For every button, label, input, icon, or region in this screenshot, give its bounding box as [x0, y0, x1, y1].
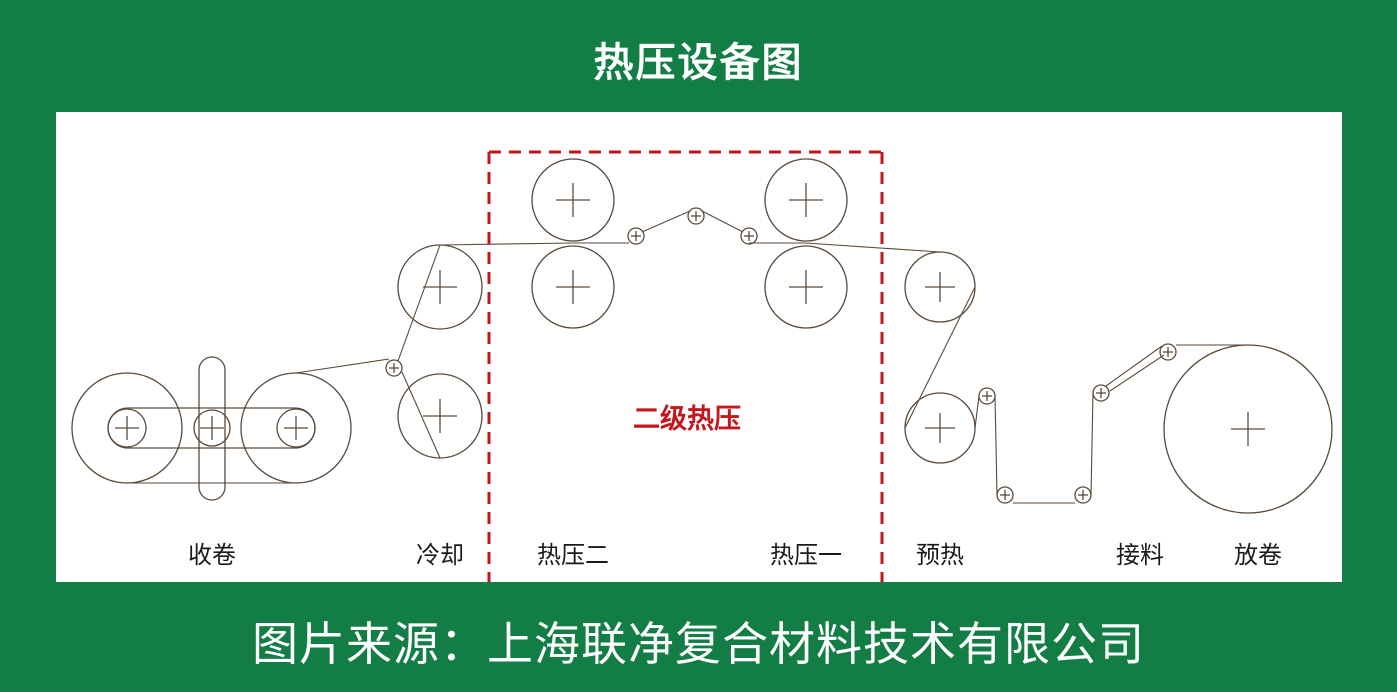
tension-rollers: [627, 207, 758, 245]
label-hot-press-2: 热压二: [537, 541, 609, 569]
unwind-roll: [1163, 344, 1333, 514]
label-cooling: 冷却: [416, 541, 464, 569]
label-rewind: 收卷: [188, 541, 236, 569]
rewind-unit: [71, 356, 352, 501]
preheat-rolls: [904, 251, 996, 464]
label-preheat: 预热: [916, 541, 964, 569]
page-title: 热压设备图: [593, 40, 804, 86]
label-unwind: 放卷: [1234, 541, 1282, 569]
image-source-caption: 图片来源：上海联净复合材料技术有限公司: [252, 617, 1145, 671]
hot-press-1-rolls: [764, 158, 848, 329]
splice-rollers: [996, 343, 1177, 504]
web-path: [127, 210, 1248, 504]
center-label: 二级热压: [633, 404, 741, 435]
cooling-rolls: [385, 244, 483, 459]
hot-press-2-rolls: [531, 158, 615, 329]
equipment-diagram-panel: 二级热压 收卷 冷却 热压二 热压一 预热 接料 放卷: [56, 112, 1342, 582]
label-splice: 接料: [1116, 541, 1164, 569]
equipment-diagram: [71, 150, 1333, 582]
label-hot-press-1: 热压一: [770, 541, 842, 569]
hot-press-dashed-box: [487, 150, 884, 582]
